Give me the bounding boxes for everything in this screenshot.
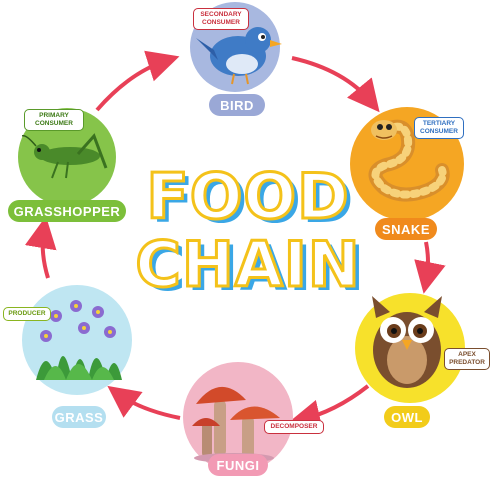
fungi-role-tag: DECOMPOSER [264, 420, 324, 434]
grass-label: GRASS [52, 406, 106, 428]
mushroom-icon [192, 386, 280, 463]
bird-role-tag: SECONDARY CONSUMER [193, 8, 249, 30]
owl-label: OWL [384, 406, 430, 428]
snake-label: SNAKE [375, 218, 437, 240]
arrow-grasshopper-to-bird [95, 50, 180, 112]
grasshopper-icon [22, 133, 108, 179]
fungi-label: FUNGI [208, 454, 268, 476]
bird-label: BIRD [209, 94, 265, 116]
snake-role-tag: TERTIARY CONSUMER [414, 117, 464, 139]
arrow-bird-to-snake [291, 56, 380, 113]
title-line1-shadow: FOOD [151, 164, 355, 237]
grasshopper-label: GRASSHOPPER [8, 200, 126, 222]
title-line1: FOOD [145, 160, 350, 233]
grasshopper-role-tag: PRIMARY CONSUMER [24, 109, 84, 131]
arrow-snake-to-owl [414, 241, 446, 294]
title-line2-shadow: CHAIN [140, 232, 366, 305]
owl-role-tag: APEX PREDATOR [444, 348, 490, 370]
title-line2: CHAIN [134, 228, 361, 301]
arrow-owl-to-fungi [288, 384, 370, 432]
arrow-fungi-to-grass [107, 385, 181, 420]
grass-role-tag: PRODUCER [3, 307, 51, 321]
arrow-grass-to-grasshopper [24, 216, 57, 279]
bird-icon [196, 27, 282, 85]
snake-icon [368, 119, 450, 202]
owl-icon [372, 296, 442, 388]
grass-flower-icon [36, 300, 122, 380]
